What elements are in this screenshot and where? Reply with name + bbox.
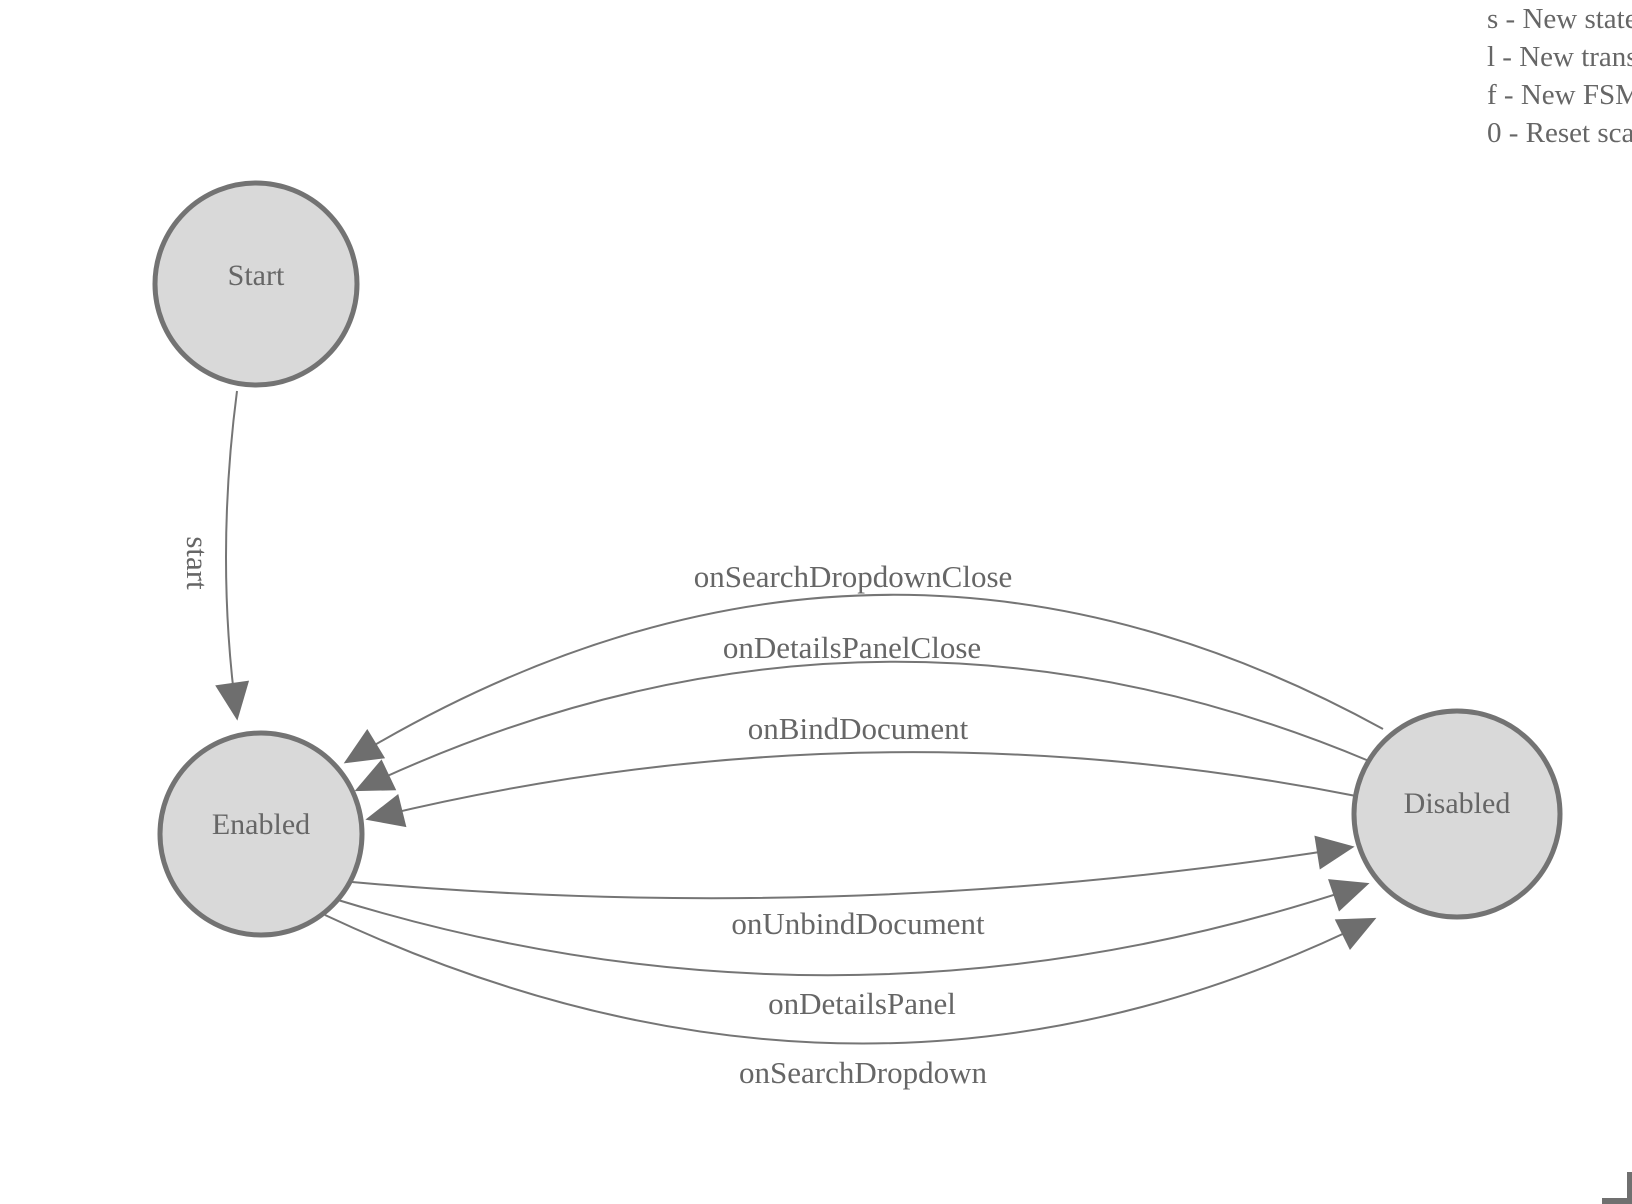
transition-label-onSearchDropdownClose[interactable]: onSearchDropdownClose	[694, 559, 1013, 594]
state-node-start[interactable]: Start	[152, 180, 360, 388]
transition-onBindDocument-path[interactable]	[365, 751, 1357, 828]
state-label-start: Start	[228, 259, 285, 292]
shortcut-reset-scale: 0 - Reset scale	[1487, 117, 1632, 149]
transition-start-path[interactable]	[215, 390, 250, 721]
transition-onUnbindDocument-path[interactable]	[351, 835, 1355, 900]
state-node-disabled[interactable]: Disabled	[1351, 708, 1563, 920]
shortcut-new-transition: l - New transition	[1487, 41, 1632, 73]
state-label-disabled: Disabled	[1404, 787, 1511, 820]
state-circle-disabled[interactable]	[1351, 708, 1563, 920]
transition-label-onUnbindDocument[interactable]: onUnbindDocument	[731, 906, 985, 941]
canvas-corner-mark-vertical	[1627, 1172, 1632, 1204]
state-circle-enabled[interactable]	[157, 730, 365, 938]
transition-start[interactable]: start	[180, 390, 250, 721]
transition-label-start[interactable]: start	[180, 536, 215, 590]
transition-label-onDetailsPanelClose[interactable]: onDetailsPanelClose	[723, 630, 981, 665]
transition-onSearchDropdown-path[interactable]	[324, 914, 1377, 1045]
transition-onDetailsPanel-path[interactable]	[337, 879, 1370, 977]
state-label-enabled: Enabled	[212, 808, 310, 841]
transition-label-onSearchDropdown[interactable]: onSearchDropdown	[739, 1055, 987, 1090]
transition-onDetailsPanel[interactable]: onDetailsPanel	[337, 879, 1370, 1021]
transition-label-onDetailsPanel[interactable]: onDetailsPanel	[768, 986, 956, 1021]
transition-onDetailsPanelClose-path[interactable]	[354, 660, 1370, 792]
transition-onUnbindDocument[interactable]: onUnbindDocument	[351, 835, 1355, 941]
shortcut-new-state: s - New state	[1487, 3, 1632, 35]
transition-onDetailsPanelClose[interactable]: onDetailsPanelClose	[354, 630, 1370, 792]
shortcuts-legend: s - New state l - New transition f - New…	[1487, 0, 1632, 152]
transition-onSearchDropdown[interactable]: onSearchDropdown	[324, 914, 1377, 1090]
shortcut-new-fsm: f - New FSM	[1487, 79, 1632, 111]
transition-onSearchDropdownClose-path[interactable]	[343, 593, 1384, 764]
canvas-corner-mark-horizontal	[1602, 1198, 1632, 1204]
state-circle-start[interactable]	[152, 180, 360, 388]
transition-label-onBindDocument[interactable]: onBindDocument	[748, 711, 969, 746]
transition-onBindDocument[interactable]: onBindDocument	[365, 711, 1357, 828]
transition-onSearchDropdownClose[interactable]: onSearchDropdownClose	[343, 559, 1384, 764]
state-node-enabled[interactable]: Enabled	[157, 730, 365, 938]
